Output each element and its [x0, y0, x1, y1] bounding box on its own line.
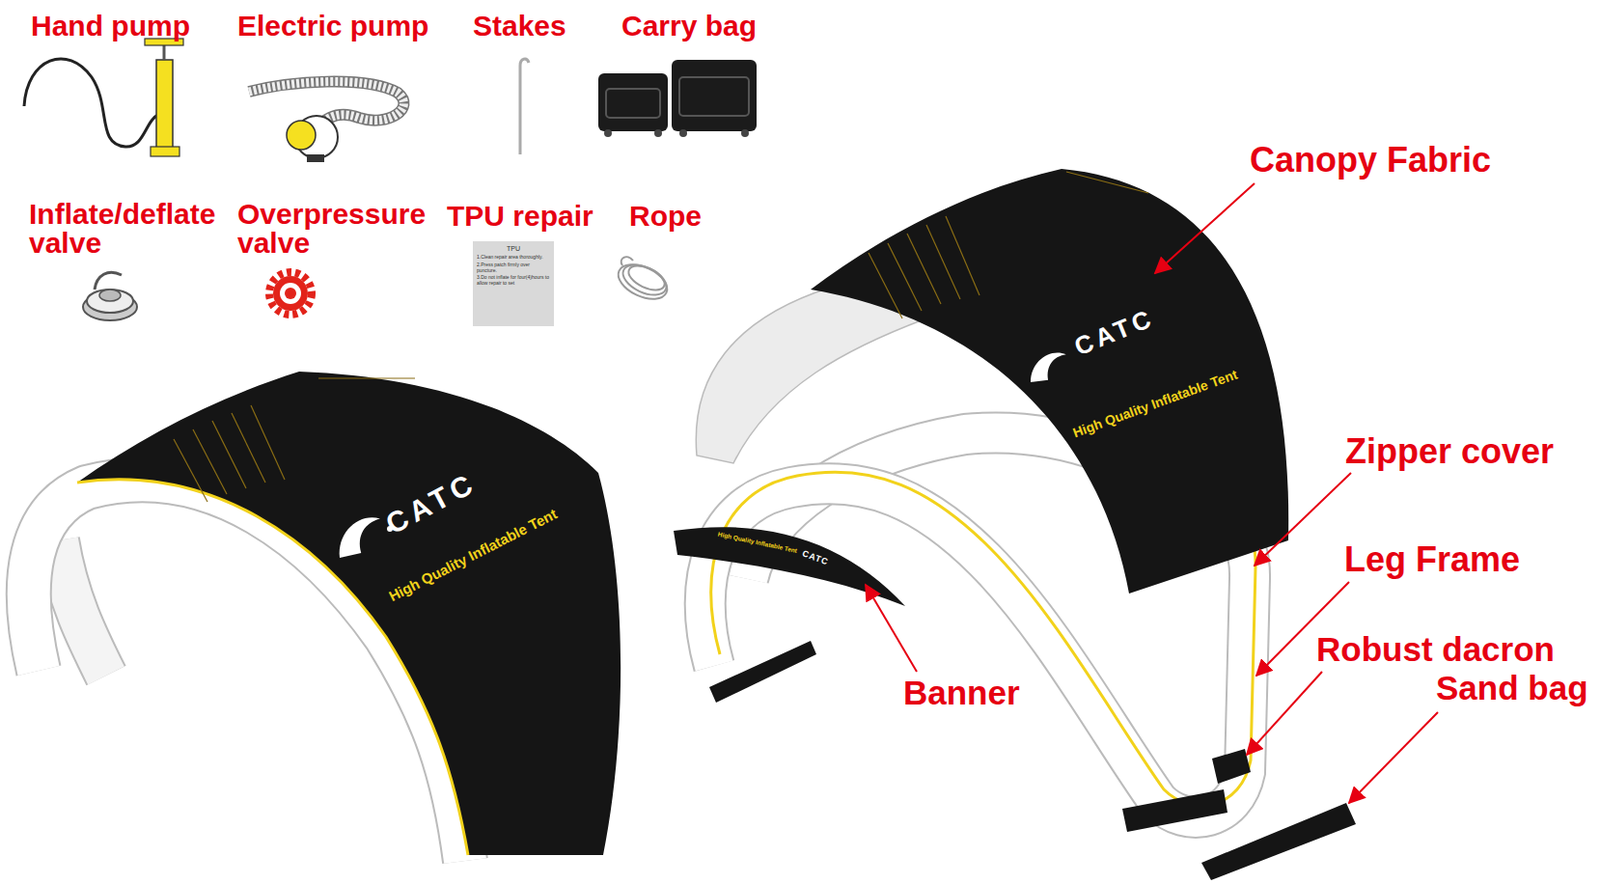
accessory-label: TPU repair: [446, 199, 594, 234]
brand-logo-text: CATC: [1070, 303, 1159, 362]
hand-pump-icon: [24, 38, 184, 157]
carry-bag-icon: [598, 59, 757, 138]
card-note: 2.Press patch firmly over puncture.: [476, 262, 551, 275]
brand-slogan: High Quality Inflatable Tent: [717, 530, 798, 555]
electric-pump-icon: [248, 82, 404, 163]
part-label: Robust dacron: [1316, 632, 1555, 666]
accessory-label: Rope: [629, 199, 702, 234]
exploded-canopy: [695, 168, 1289, 594]
part-label: Zipper cover: [1345, 434, 1554, 469]
part-label: Sand bag: [1435, 670, 1589, 705]
leader-lines: [865, 183, 1438, 803]
part-label: Leg Frame: [1344, 542, 1520, 578]
sand-bag-shape: [1201, 802, 1356, 881]
part-label: Banner: [903, 675, 1021, 710]
part-label: Canopy Fabric: [1249, 142, 1491, 178]
overpressure-valve-icon: [269, 272, 312, 315]
accessory-label: Hand pump: [30, 9, 191, 44]
accessory-label: Overpressure valve: [237, 199, 436, 258]
stake-icon: [520, 58, 529, 155]
card-note: 1.Clean repair area thoroughly.: [476, 254, 551, 261]
card-note: 3.Do not inflate for four(4)hours to all…: [476, 275, 551, 287]
assembled-tent: [28, 371, 621, 861]
accessory-label: Electric pump: [237, 9, 429, 44]
brand-slogan: High Quality Inflatable Tent: [1071, 366, 1241, 442]
inflate-valve-icon: [82, 272, 138, 321]
accessory-label: Inflate/deflate valve: [28, 199, 227, 258]
brand-logo-text: CATC: [380, 466, 482, 542]
card-heading: TPU: [472, 245, 554, 253]
brand-logo-text: CATC: [800, 548, 830, 567]
accessory-label: Stakes: [472, 9, 567, 44]
rope-icon: [612, 256, 673, 306]
tpu-patch-card: [472, 241, 554, 327]
accessory-label: Carry bag: [621, 9, 757, 44]
